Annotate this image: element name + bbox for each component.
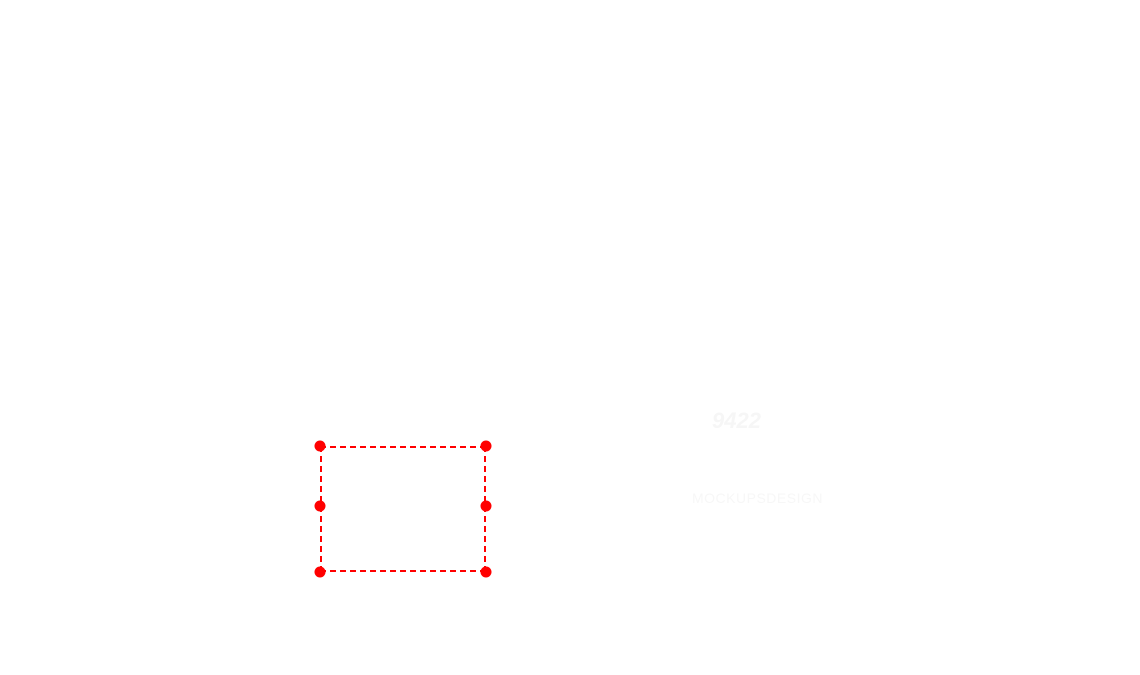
resize-handle-top-left[interactable] — [314, 440, 326, 452]
faint-logo: 9422 — [712, 408, 761, 433]
resize-handle-bottom-right[interactable] — [480, 566, 492, 578]
resize-handle-bottom-left[interactable] — [314, 566, 326, 578]
resize-handle-middle-left[interactable] — [314, 500, 326, 512]
resize-handle-middle-right[interactable] — [480, 500, 492, 512]
resize-handle-top-right[interactable] — [480, 440, 492, 452]
selection-box[interactable] — [320, 446, 486, 572]
faint-watermark: MOCKUPSDESIGN — [692, 490, 823, 506]
